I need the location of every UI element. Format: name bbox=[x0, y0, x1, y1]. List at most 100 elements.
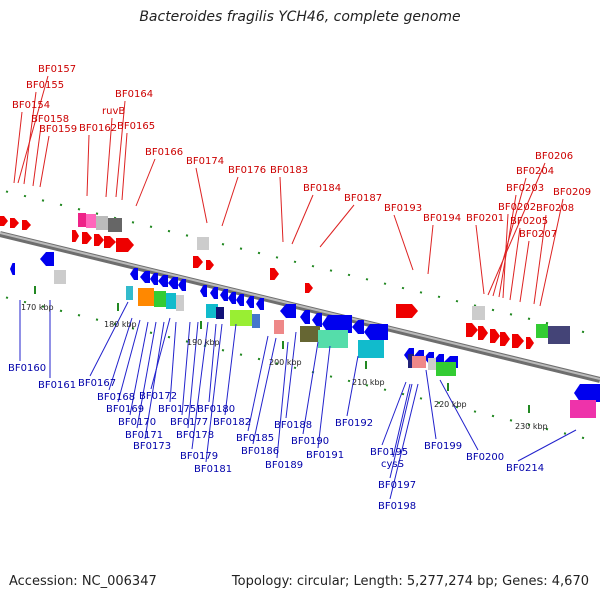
gene-label-top: BF0205 bbox=[510, 216, 548, 227]
gene-label-bottom: BF0200 bbox=[466, 452, 504, 463]
gene-label-bottom: cysS bbox=[381, 459, 404, 470]
track-dot bbox=[509, 419, 513, 422]
leader-top bbox=[121, 132, 128, 201]
leader-top bbox=[533, 214, 547, 305]
gene-glyph bbox=[428, 358, 436, 370]
gene-glyph bbox=[280, 304, 296, 318]
leader-bottom bbox=[276, 341, 289, 459]
scale-label: 200 kbp bbox=[269, 358, 302, 367]
track-dot bbox=[509, 313, 513, 316]
label-leaders bbox=[13, 75, 577, 500]
gene-glyph bbox=[78, 213, 86, 227]
gene-glyph bbox=[40, 252, 54, 266]
gene-label-top: BF0164 bbox=[115, 89, 153, 100]
track-dot bbox=[59, 203, 63, 207]
track-dot bbox=[347, 273, 351, 277]
leader-bottom bbox=[317, 345, 331, 449]
track-dot bbox=[419, 397, 423, 400]
gene-labels: BF0157BF0155BF0154BF0158BF0159ruvBBF0164… bbox=[8, 64, 591, 512]
gene-label-bottom: BF0167 bbox=[78, 378, 116, 389]
track-dot bbox=[455, 405, 459, 409]
leader-bottom bbox=[191, 321, 209, 450]
track-dot bbox=[383, 388, 387, 391]
leader-top bbox=[539, 198, 564, 307]
track-dot bbox=[221, 349, 225, 352]
leader-top bbox=[39, 135, 50, 188]
gene-glyph bbox=[72, 230, 79, 242]
gene-glyph bbox=[176, 295, 184, 311]
track-dot bbox=[581, 330, 585, 334]
gene-label-top: BF0193 bbox=[384, 203, 422, 214]
track-dot bbox=[311, 264, 315, 268]
gene-glyph bbox=[108, 218, 122, 232]
gene-label-bottom: BF0214 bbox=[506, 463, 544, 474]
leader-bottom bbox=[517, 429, 577, 462]
gene-glyph bbox=[236, 294, 244, 306]
gene-glyph bbox=[220, 289, 228, 301]
gene-glyph bbox=[312, 313, 322, 327]
track-dot bbox=[527, 423, 531, 426]
leader-top bbox=[279, 176, 284, 243]
gene-label-top: BF0158 bbox=[31, 114, 69, 125]
track-dot bbox=[491, 308, 495, 312]
leader-top bbox=[475, 224, 485, 295]
leader-bottom bbox=[150, 317, 171, 390]
gene-label-bottom: BF0199 bbox=[424, 441, 462, 452]
gene-glyph bbox=[500, 332, 510, 346]
track-dot bbox=[365, 384, 369, 387]
track-dot bbox=[239, 353, 243, 356]
gene-glyph bbox=[352, 320, 364, 334]
track-dot bbox=[401, 392, 405, 396]
gene-label-bottom: BF0186 bbox=[241, 446, 279, 457]
scale-label: 170 kbp bbox=[21, 303, 54, 312]
track-dot bbox=[329, 375, 333, 378]
leader-bottom bbox=[346, 355, 359, 417]
gene-glyph bbox=[168, 277, 178, 289]
track-dot bbox=[365, 278, 369, 281]
gene-label-top: BF0184 bbox=[303, 183, 341, 194]
leader-bottom bbox=[389, 383, 413, 479]
gene-label-bottom: BF0180 bbox=[197, 404, 235, 415]
leader-bottom bbox=[205, 323, 223, 463]
gene-label-bottom: BF0175 bbox=[158, 404, 196, 415]
leader-top bbox=[135, 158, 156, 207]
gene-glyph bbox=[140, 271, 150, 283]
track-dot bbox=[527, 317, 531, 320]
gene-glyph bbox=[536, 324, 548, 338]
track-dot bbox=[131, 221, 135, 224]
track-dot bbox=[23, 300, 27, 304]
leader-bottom bbox=[144, 321, 165, 440]
track-dot bbox=[383, 282, 387, 285]
gene-glyph bbox=[197, 237, 209, 250]
gene-glyph bbox=[228, 292, 236, 304]
gene-glyph bbox=[116, 238, 134, 252]
gene-label-bottom: BF0169 bbox=[106, 404, 144, 415]
leader-top bbox=[13, 111, 23, 184]
leader-bottom bbox=[389, 383, 419, 500]
track-dot bbox=[473, 410, 477, 413]
gene-label-bottom: BF0192 bbox=[335, 418, 373, 429]
scale-label: 230 kbp bbox=[515, 422, 548, 431]
track-dot bbox=[293, 366, 297, 370]
track-dot bbox=[257, 251, 261, 255]
gene-glyph bbox=[158, 275, 168, 287]
track-dot bbox=[23, 194, 27, 198]
gene-glyph bbox=[94, 234, 104, 246]
gene-label-bottom: BF0171 bbox=[125, 430, 163, 441]
gene-glyph bbox=[178, 279, 186, 291]
gene-glyph bbox=[10, 218, 19, 228]
gene-glyph bbox=[10, 263, 15, 275]
gene-glyph bbox=[54, 270, 66, 284]
leader-top bbox=[427, 224, 434, 275]
gene-label-top: BF0159 bbox=[39, 124, 77, 135]
gene-label-bottom: BF0161 bbox=[38, 380, 76, 391]
map-title: Bacteroides fragilis YCH46, complete gen… bbox=[139, 9, 461, 25]
leader-top bbox=[221, 176, 239, 227]
gene-glyph bbox=[322, 315, 352, 333]
leader-bottom bbox=[285, 331, 297, 419]
gene-glyph bbox=[478, 326, 488, 340]
gene-glyph bbox=[490, 329, 500, 343]
leader-bottom bbox=[425, 369, 437, 440]
track-dot bbox=[59, 309, 63, 313]
